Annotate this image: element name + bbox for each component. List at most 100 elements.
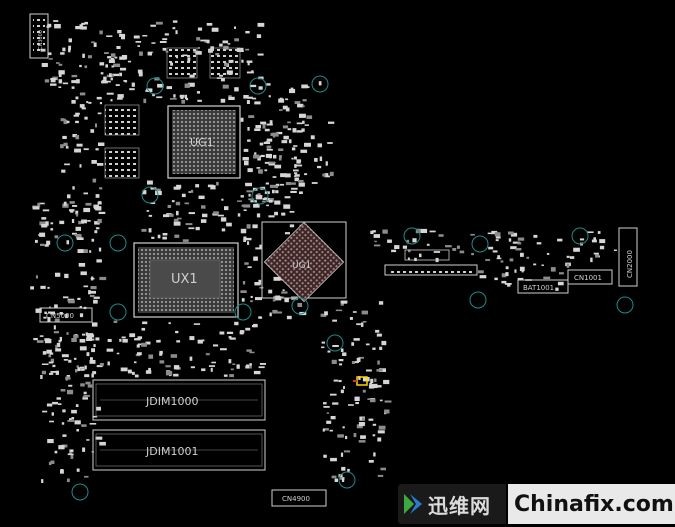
smd-part — [89, 250, 92, 253]
smd-part — [85, 381, 91, 385]
smd-part — [433, 251, 441, 253]
smd-part — [304, 124, 309, 126]
smd-part — [97, 201, 102, 205]
smd-part — [391, 249, 397, 253]
smd-part — [247, 61, 250, 66]
smd-part — [541, 264, 544, 266]
smd-part — [487, 232, 492, 235]
smd-part — [266, 138, 273, 142]
smd-part — [246, 71, 254, 74]
smd-part — [113, 320, 118, 323]
smd-part — [76, 429, 79, 432]
smd-part — [272, 189, 275, 194]
smd-part — [278, 157, 282, 161]
smd-part — [514, 269, 517, 273]
smd-part — [566, 263, 570, 268]
cn4900-label: CN4900 — [282, 495, 310, 503]
smd-part — [79, 104, 85, 108]
smd-part — [366, 369, 372, 372]
smd-part — [75, 135, 80, 140]
smd-part — [210, 367, 213, 372]
smd-part — [274, 200, 281, 205]
smd-part — [291, 157, 294, 160]
smd-part — [298, 182, 305, 187]
smd-part — [84, 365, 87, 370]
smd-part — [387, 239, 392, 243]
mount-hole — [109, 303, 127, 321]
smd-part — [334, 478, 338, 482]
smd-part — [53, 325, 56, 330]
smd-part — [106, 348, 114, 352]
smd-part — [210, 185, 216, 190]
smd-part — [258, 316, 262, 319]
smd-part — [262, 124, 266, 129]
smd-part — [221, 77, 225, 82]
smd-part — [73, 334, 79, 338]
smd-part — [82, 53, 85, 58]
smd-part — [358, 356, 364, 359]
smd-part — [190, 366, 195, 369]
smd-part — [284, 196, 291, 199]
connector-top-left: CN3000 — [29, 13, 49, 59]
smd-part — [83, 148, 89, 151]
smd-part — [107, 361, 110, 366]
smd-part — [74, 420, 81, 425]
smd-part — [268, 289, 273, 294]
smd-part — [402, 245, 407, 249]
smd-part — [288, 139, 292, 144]
smd-part — [159, 41, 167, 43]
smd-part — [175, 330, 179, 334]
smd-part — [264, 128, 270, 132]
smd-part — [381, 340, 387, 346]
smd-part — [266, 83, 271, 86]
smd-part — [82, 397, 88, 400]
smd-part — [51, 412, 54, 416]
smd-part — [60, 118, 65, 122]
smd-part — [85, 202, 92, 206]
smd-part — [253, 323, 258, 328]
smd-part — [75, 226, 81, 231]
smd-part — [88, 290, 91, 295]
smd-part — [35, 275, 38, 279]
smd-part — [325, 161, 328, 166]
smd-part — [328, 121, 335, 124]
ux1-label: UX1 — [171, 272, 198, 287]
smd-part — [426, 243, 430, 246]
smd-part — [42, 410, 48, 413]
smd-part — [120, 67, 127, 71]
smd-part — [234, 87, 239, 92]
smd-part — [58, 73, 62, 77]
smd-part — [147, 51, 152, 56]
smd-part — [356, 323, 361, 326]
connector-cn4900: CN4900 — [271, 489, 327, 507]
smd-part — [122, 338, 128, 343]
smd-part — [148, 367, 151, 371]
smd-part — [86, 333, 94, 338]
smd-part — [96, 96, 102, 100]
smd-part — [182, 239, 189, 242]
smd-part — [272, 309, 278, 314]
smd-part — [379, 346, 383, 350]
smd-part — [42, 351, 47, 355]
smd-part — [253, 203, 260, 208]
smd-part — [75, 404, 79, 407]
smd-part — [373, 452, 376, 457]
smd-part — [80, 368, 85, 371]
smd-part — [75, 26, 83, 30]
smd-part — [97, 112, 102, 115]
smd-part — [202, 213, 208, 218]
smd-part — [292, 128, 297, 133]
smd-part — [155, 21, 163, 25]
smd-part — [90, 129, 95, 133]
smd-part — [111, 65, 114, 68]
smd-part — [137, 352, 142, 356]
smd-part — [326, 412, 329, 414]
smd-part — [290, 190, 297, 193]
smd-part — [419, 253, 422, 258]
smd-part — [445, 245, 452, 248]
smd-part — [266, 145, 272, 149]
smd-part — [222, 84, 229, 89]
smd-part — [105, 64, 108, 68]
smd-part — [317, 165, 322, 169]
smd-part — [257, 53, 264, 56]
